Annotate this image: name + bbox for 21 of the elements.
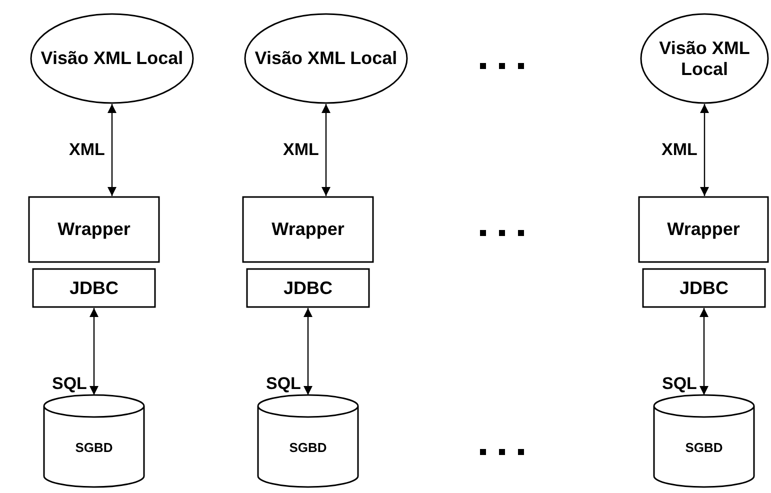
driver-box: JDBC <box>32 268 156 308</box>
view-ellipse: Visão XML Local <box>244 13 408 104</box>
double-arrow <box>90 308 98 395</box>
wrapper-box: Wrapper <box>28 196 160 263</box>
edge-label: SQL <box>265 375 302 393</box>
double-arrow <box>700 308 708 395</box>
edge-label: SQL <box>51 375 88 393</box>
database-cylinder: SGBD <box>653 395 755 487</box>
edge-label: SQL <box>661 375 698 393</box>
wrapper-box: Wrapper <box>242 196 374 263</box>
double-arrow <box>700 104 709 196</box>
wrapper-box: Wrapper <box>638 196 769 263</box>
double-arrow <box>304 308 312 395</box>
double-arrow <box>108 104 116 196</box>
view-ellipse: Visão XML Local <box>640 13 769 104</box>
double-arrow <box>322 104 330 196</box>
database-cylinder: SGBD <box>43 395 145 487</box>
driver-box: JDBC <box>642 268 766 308</box>
driver-box: JDBC <box>246 268 370 308</box>
view-ellipse: Visão XML Local <box>30 13 194 104</box>
database-cylinder: SGBD <box>257 395 359 487</box>
